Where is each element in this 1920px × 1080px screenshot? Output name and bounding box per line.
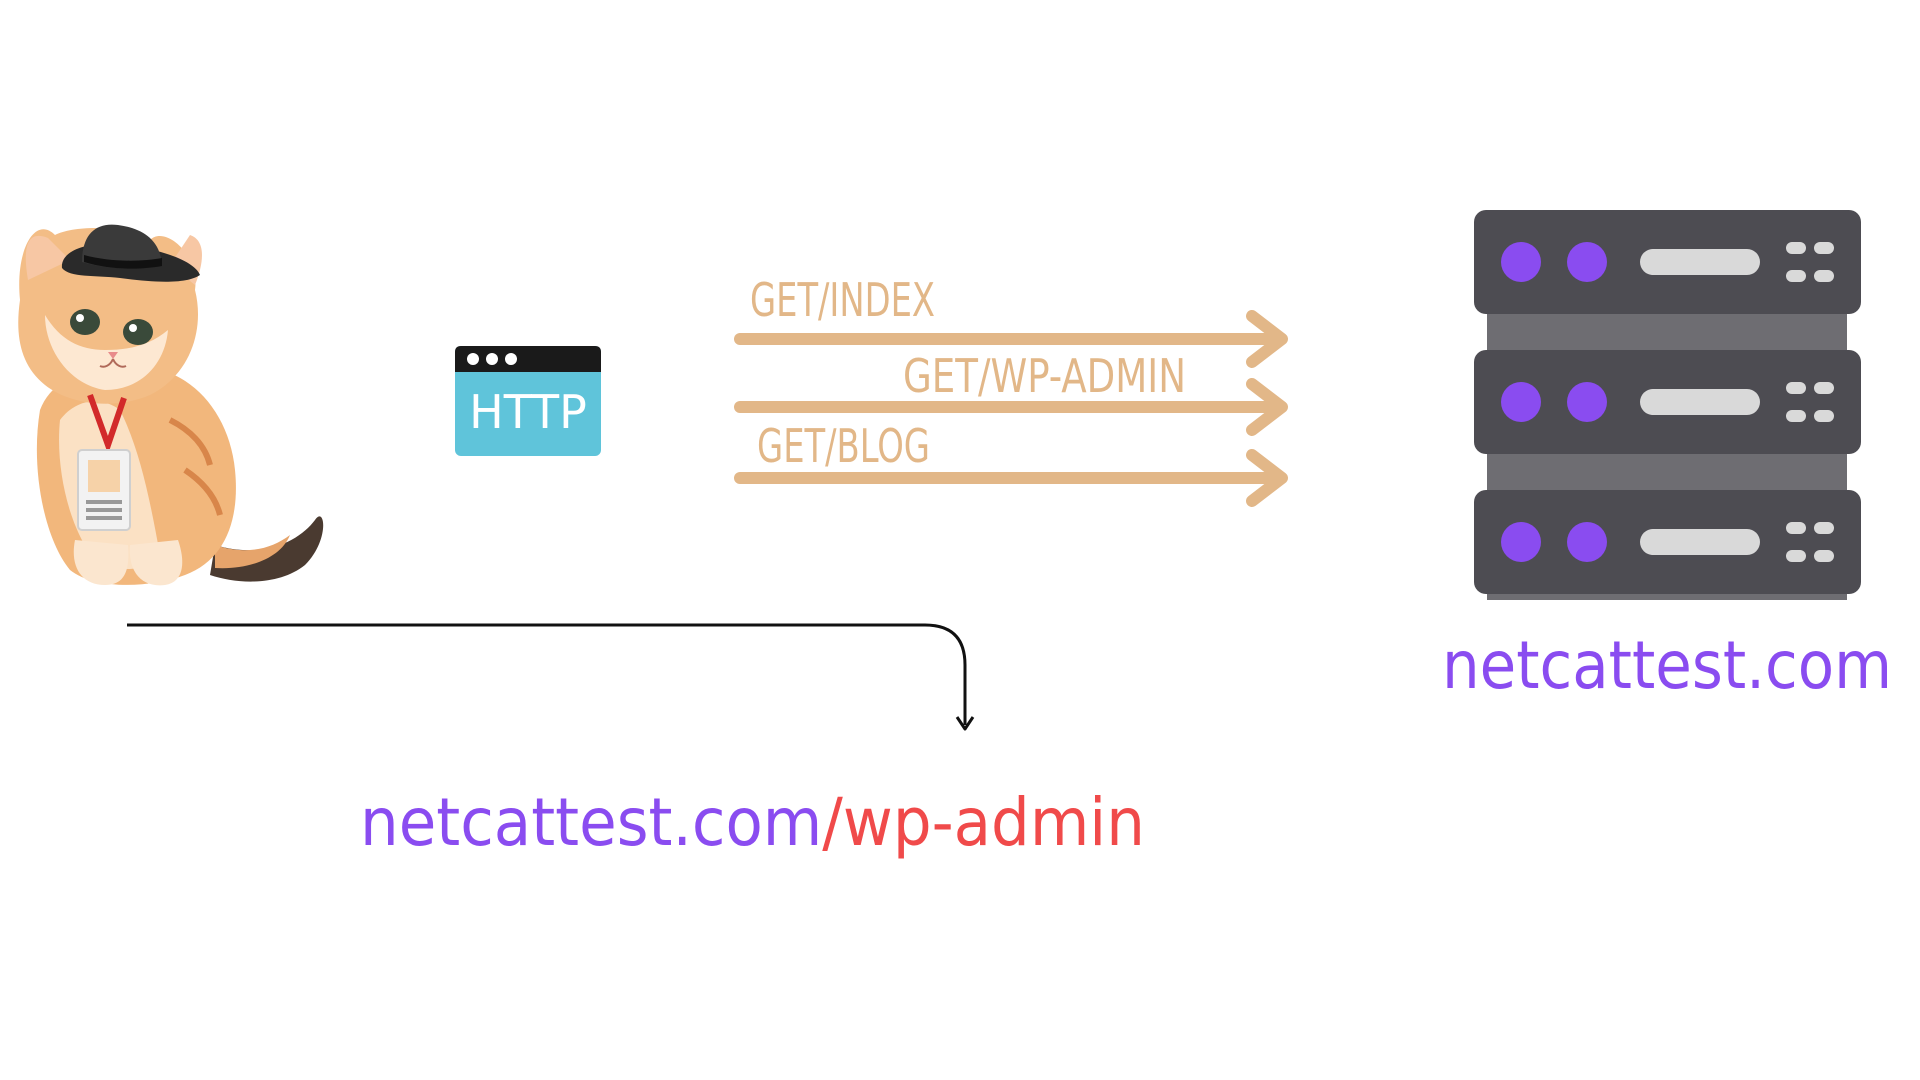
request-label-blog: GET/BLOG (757, 419, 930, 473)
target-url-path: /wp-admin (822, 784, 1145, 861)
server-unit-2 (1474, 350, 1861, 454)
http-label: HTTP (469, 385, 587, 439)
server-unit-1 (1474, 210, 1861, 314)
request-arrows (734, 310, 1288, 507)
connector-line (127, 623, 967, 725)
request-label-index: GET/INDEX (750, 273, 935, 327)
target-url: netcattest.com/wp-admin (360, 784, 1145, 861)
server-hostname: netcattest.com (1442, 627, 1892, 704)
cat-hacker-icon (18, 224, 324, 586)
server-rack-icon (1474, 210, 1861, 600)
request-arrow-blog (734, 449, 1288, 507)
server-unit-3 (1474, 490, 1861, 594)
request-arrow-index (734, 310, 1288, 368)
http-browser-icon: HTTP (455, 346, 601, 456)
connector-arrowhead (955, 716, 975, 731)
target-url-host: netcattest.com (360, 784, 822, 861)
request-label-wp-admin: GET/WP-ADMIN (903, 349, 1186, 403)
request-arrow-wp-admin (734, 378, 1288, 436)
